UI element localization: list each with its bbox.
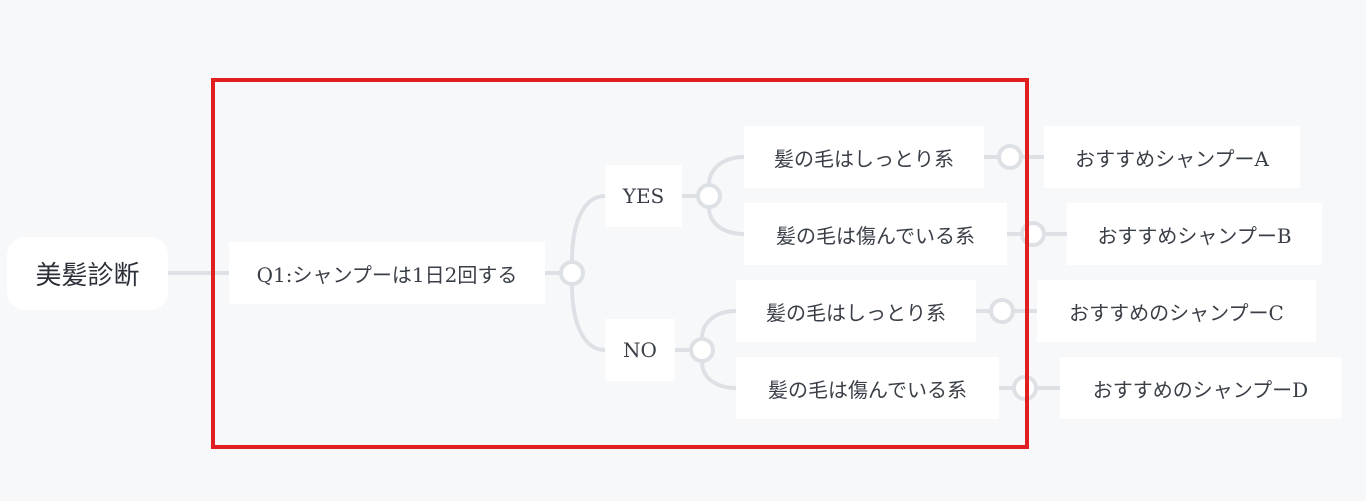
edge-yes-y1 xyxy=(707,155,746,186)
result-shampoo-a[interactable]: おすすめシャンプーA xyxy=(1044,126,1300,188)
yes-node[interactable]: YES xyxy=(605,165,682,227)
result-shampoo-b[interactable]: おすすめシャンプーB xyxy=(1067,203,1322,265)
yes-option-damaged[interactable]: 髪の毛は傷んでいる系 xyxy=(744,203,1007,265)
collapse-dot-yes xyxy=(696,183,722,209)
collapse-dot-no xyxy=(689,337,715,363)
yes-option-moist[interactable]: 髪の毛はしっとり系 xyxy=(744,126,984,188)
collapse-dot-n2 xyxy=(1012,375,1038,401)
collapse-dot-n1 xyxy=(989,298,1015,324)
collapse-dot-y2 xyxy=(1020,221,1046,247)
result-shampoo-d[interactable]: おすすめのシャンプーD xyxy=(1060,357,1341,419)
edge-q1-no xyxy=(570,283,607,352)
collapse-dot-q1 xyxy=(559,260,585,286)
edge-no-n2 xyxy=(700,360,738,390)
question-node[interactable]: Q1:シャンプーは1日2回する xyxy=(229,242,545,304)
root-node[interactable]: 美髪診断 xyxy=(7,237,168,310)
result-shampoo-c[interactable]: おすすめのシャンプーC xyxy=(1037,280,1316,342)
no-option-moist[interactable]: 髪の毛はしっとり系 xyxy=(736,280,976,342)
collapse-dot-y1 xyxy=(997,144,1023,170)
edge-yes-y2 xyxy=(707,206,746,236)
no-option-damaged[interactable]: 髪の毛は傷んでいる系 xyxy=(736,357,999,419)
edge-no-n1 xyxy=(700,309,738,340)
no-node[interactable]: NO xyxy=(605,319,675,381)
edge-q1-yes xyxy=(570,194,607,263)
